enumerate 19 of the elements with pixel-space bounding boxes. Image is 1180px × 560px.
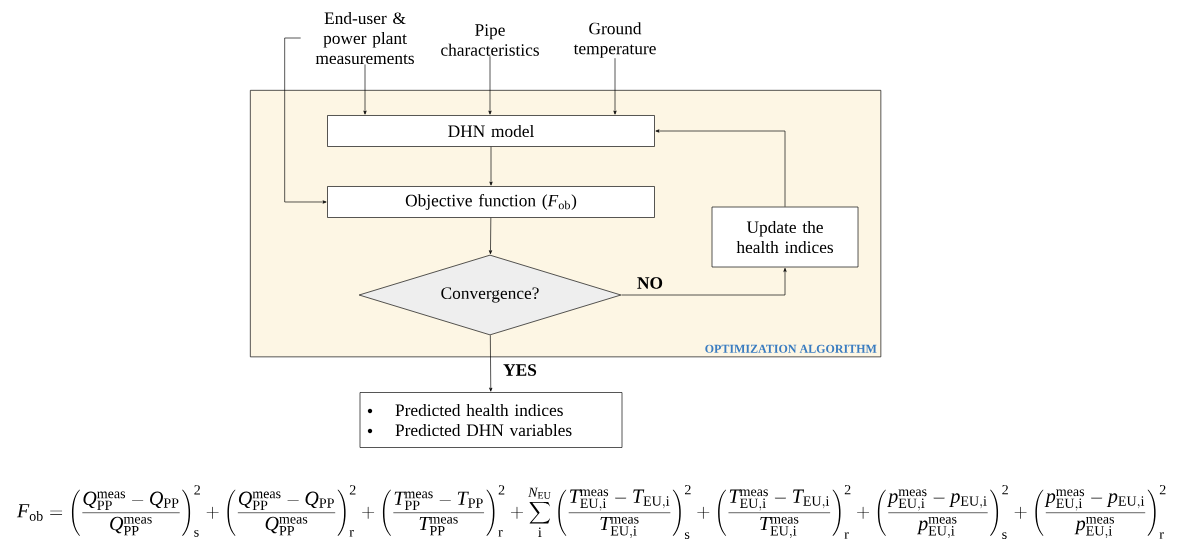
- process-box: DHN model: [327, 115, 655, 147]
- edge-label: YES: [503, 364, 537, 376]
- arrow: [488, 55, 492, 115]
- input-label: Pipe characteristics: [441, 24, 539, 56]
- arrow: [488, 217, 493, 255]
- output-box: Predicted health indices Predicted DHN variables: [359, 392, 623, 448]
- edge-label: NO: [637, 277, 663, 289]
- arrow: [613, 57, 617, 115]
- arrow: [489, 334, 493, 392]
- arrow: [655, 129, 786, 207]
- process-box: Objective function (F$_{ob}$): [327, 186, 655, 218]
- process-box: Update the health indices: [711, 206, 859, 268]
- input-label: End-user & power plant measurements: [315, 11, 414, 65]
- arrow: [489, 146, 493, 186]
- arrow: [363, 64, 367, 115]
- input-label: Ground temperature: [573, 22, 656, 58]
- arrow: [621, 267, 787, 296]
- arrow: [284, 37, 327, 204]
- formula: $F_{\mathrm{ob}}=\left(\frac{Q_{\mathrm{PP}}^{\mathrm{meas}}-Q_{\mathrm{PP}}}{Q_{\mathrm{PP}}^{\mathrm{meas}}}\right)_{\mathrm{s}}^{2}+\left(\frac{Q_{\mathrm{PP}}^{\mathrm{meas}}-Q_{\mathrm{PP}}}{Q_{\mathrm{PP}}^{\mathrm{meas}}}\right)_{\mathrm{r}}^{2}+\left(\frac{T_{\mathrm{PP}}^{\mathrm{meas}}-T_{\mathrm{PP}}}{T_{\mathrm{PP}}^{\mathrm{meas}}}\right)_{\mathrm{r}}^{2}+\sum_{\mathrm{i}}^{N_{\mathrm{EU}}}\left(\frac{T_{\mathrm{EU,i}}^{\mathrm{meas}}-T_{\mathrm{EU,i}}}{T_{\mathrm{EU,i}}^{\mathrm{meas}}}\right)_{\mathrm{s}}^{2}+\left(\frac{T_{\mathrm{EU,i}}^{\mathrm{meas}}-T_{\mathrm{EU,i}}}{T_{\mathrm{EU,i}}^{\mathrm{meas}}}\right)_{\mathrm{r}}^{2}+\left(\frac{p_{\mathrm{EU,i}}^{\mathrm{meas}}-p_{\mathrm{EU,i}}}{p_{\mathrm{EU,i}}^{\mathrm{meas}}}\right)_{\mathrm{s}}^{2}+\left(\frac{p_{\mathrm{EU,i}}^{\mathrm{meas}}-p_{\mathrm{EU,i}}}{p_{\mathrm{EU,i}}^{\mathrm{meas}}}\right)_{\mathrm{r}}^{2}$: [16, 485, 1166, 539]
